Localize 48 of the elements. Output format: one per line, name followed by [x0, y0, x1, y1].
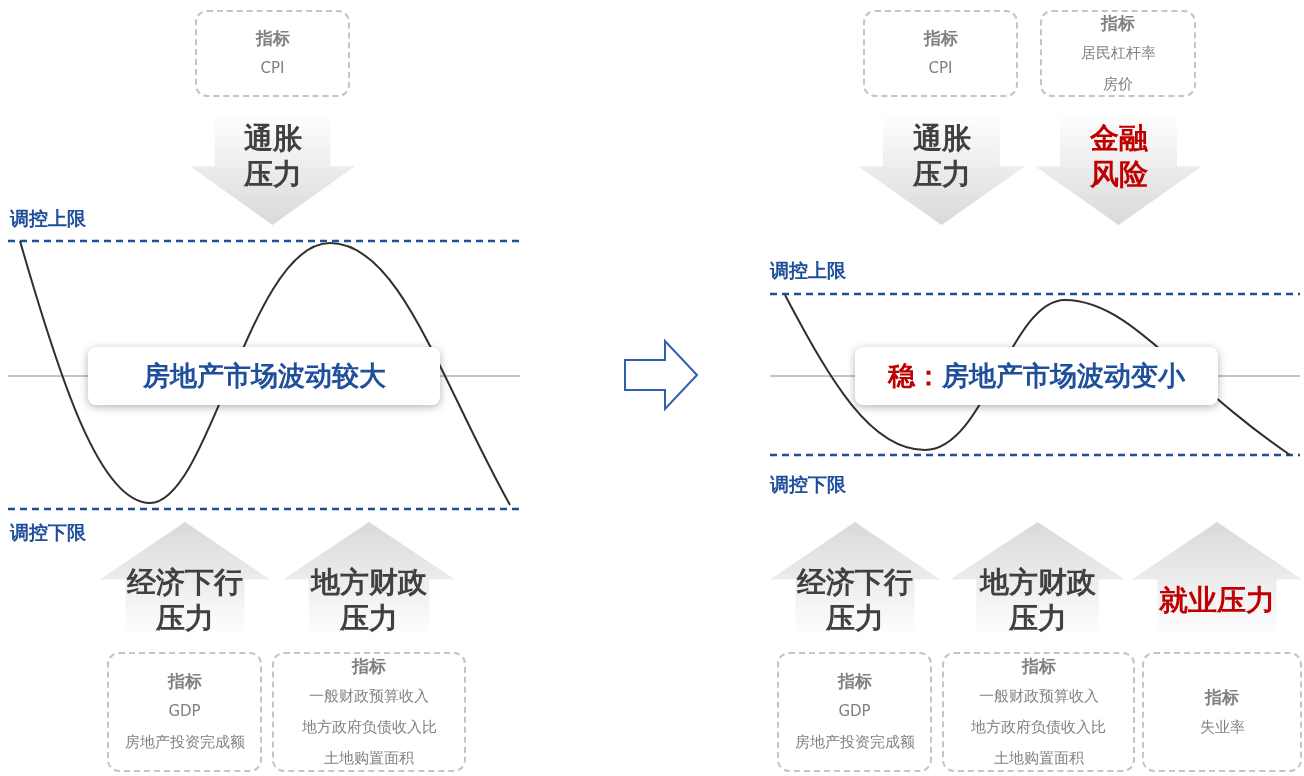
title-box: [88, 347, 440, 405]
indicator-box: [942, 652, 1135, 772]
pressure-label: 通胀压力: [911, 120, 972, 192]
indicator-box: [272, 652, 466, 772]
indicator-item: 房地产投资完成额: [124, 732, 245, 753]
indicator-item: 居民杠杆率: [1080, 42, 1156, 64]
pressure-label: 经济下行压力: [795, 564, 914, 636]
pressure-label: 通胀压力: [242, 120, 303, 192]
indicator-item: 土地购置面积: [324, 747, 414, 769]
indicator-heading: 指标: [923, 27, 958, 50]
indicator-item: 房价: [1103, 73, 1133, 95]
indicator-box: [107, 652, 262, 772]
pressure-label: 地方财政压力: [309, 564, 428, 636]
indicator-item: 地方政府负债收入比: [301, 716, 437, 738]
limit-label: 调控上限: [10, 206, 86, 231]
indicator-item: 一般财政预算收入: [978, 685, 1099, 707]
indicator-item: 失业率: [1199, 716, 1245, 738]
indicator-heading: 指标: [352, 654, 386, 678]
pressure-label: 地方财政压力: [978, 564, 1097, 636]
indicator-heading: 指标: [1101, 11, 1135, 35]
indicator-item: 房地产投资完成额: [794, 732, 915, 753]
pressure-label: 经济下行压力: [125, 564, 244, 636]
indicator-heading: 指标: [167, 670, 202, 693]
indicator-heading: 指标: [255, 27, 290, 50]
pressure-label: 就业压力: [1158, 582, 1276, 618]
title-text: 房地产市场波动变小: [942, 359, 1185, 393]
indicator-box: [195, 10, 350, 97]
limit-label: 调控下限: [770, 472, 846, 497]
indicator-item: GDP: [838, 701, 871, 722]
indicator-item: GDP: [168, 701, 201, 722]
indicator-box: [1040, 10, 1196, 97]
indicator-item: CPI: [928, 58, 953, 79]
indicator-box: [1142, 652, 1302, 772]
indicator-item: CPI: [260, 58, 285, 79]
title-box: [855, 347, 1218, 405]
pressure-label: 金融风险: [1088, 120, 1149, 192]
title-text: 房地产市场波动较大: [142, 359, 386, 393]
indicator-item: 土地购置面积: [993, 747, 1084, 769]
title-text: 稳：: [888, 359, 942, 393]
indicator-heading: 指标: [837, 670, 872, 693]
indicator-box: [863, 10, 1018, 97]
limit-label: 调控上限: [770, 258, 846, 283]
indicator-item: 地方政府负债收入比: [971, 716, 1106, 738]
indicator-heading: 指标: [1205, 685, 1239, 709]
limit-label: 调控下限: [10, 520, 86, 545]
indicator-item: 一般财政预算收入: [309, 685, 429, 707]
indicator-box: [777, 652, 932, 772]
indicator-heading: 指标: [1021, 654, 1056, 678]
